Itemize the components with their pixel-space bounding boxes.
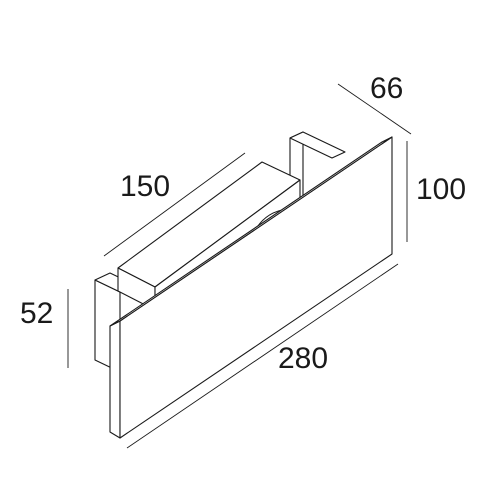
dimension-length-label: 280	[278, 342, 328, 375]
dimension-depth-label: 66	[370, 72, 403, 105]
dimension-depth: 66	[337, 72, 412, 135]
dimension-box-length: 150	[103, 152, 246, 257]
dimension-length: 280	[126, 263, 399, 449]
front-plate	[109, 136, 393, 439]
dimension-box-height: 52	[20, 289, 69, 368]
dimension-box-height-label: 52	[20, 297, 53, 330]
dimension-height: 100	[406, 141, 466, 242]
dimension-box-length-label: 150	[120, 170, 170, 203]
dimension-height-label: 100	[416, 173, 466, 206]
